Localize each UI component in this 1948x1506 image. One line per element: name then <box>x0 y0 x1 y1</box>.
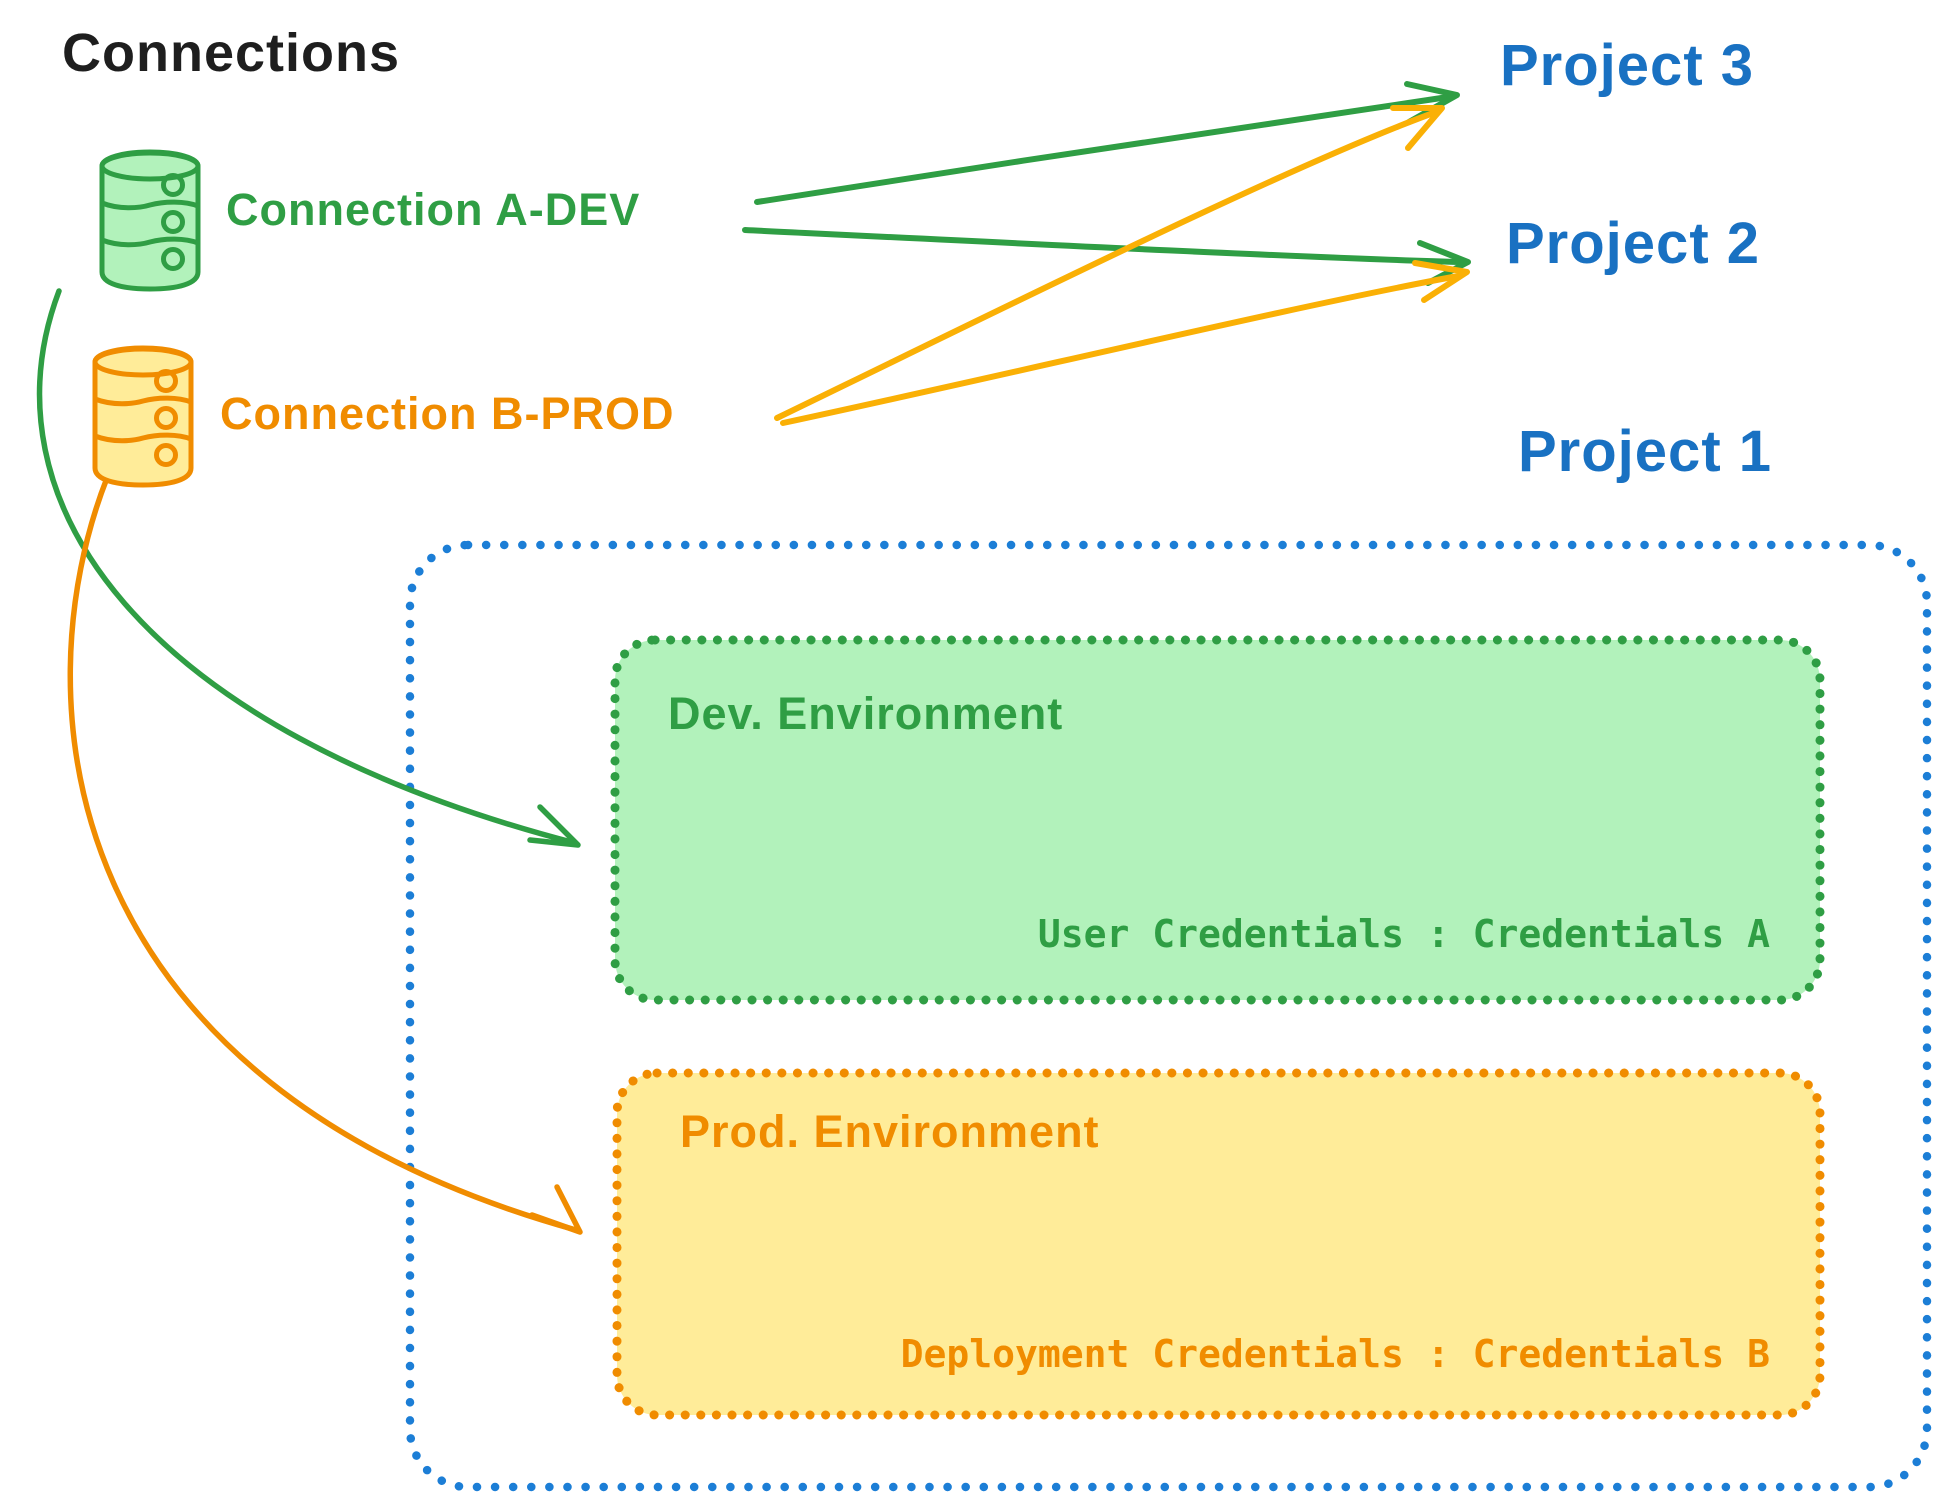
diagram-title: Connections <box>62 23 401 83</box>
dev-environment-title: Dev. Environment <box>668 688 1064 739</box>
arrow-bprod-to-project2 <box>780 260 1470 426</box>
arrow-bprod-to-project3 <box>774 105 1445 421</box>
prod-environment-box <box>612 1068 1825 1420</box>
project-2-label: Project 2 <box>1506 211 1760 276</box>
project-1-label: Project 1 <box>1518 419 1772 484</box>
connection-b-prod-label: Connection B-PROD <box>220 388 675 439</box>
arrow-bprod-to-prod-environment <box>67 475 583 1235</box>
project-3-label: Project 3 <box>1500 33 1754 98</box>
dev-environment-box <box>610 635 1825 1005</box>
prod-environment-title: Prod. Environment <box>680 1106 1100 1157</box>
project1-box <box>405 540 1932 1492</box>
database-icon-b-prod <box>92 345 194 488</box>
arrow-adev-to-dev-environment <box>36 288 581 848</box>
prod-environment-credentials: Deployment Credentials : Credentials B <box>900 1332 1770 1376</box>
dev-environment-credentials: User Credentials : Credentials A <box>1037 912 1770 956</box>
arrow-adev-to-project2 <box>742 227 1471 286</box>
connection-a-dev-label: Connection A-DEV <box>226 184 641 235</box>
database-icon-a-dev <box>99 149 201 292</box>
